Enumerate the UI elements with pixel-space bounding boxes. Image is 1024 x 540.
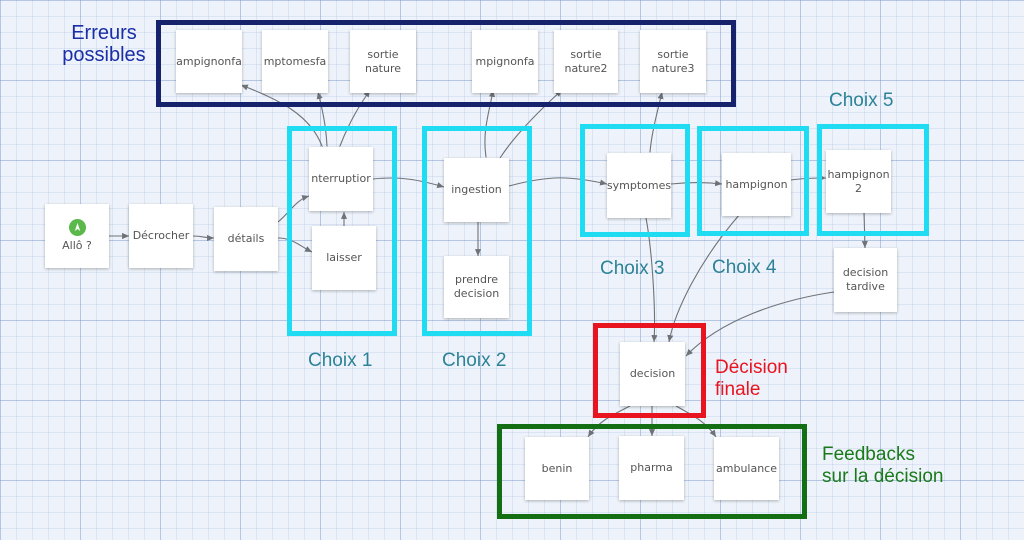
node-err-sortie-nature3[interactable]: sortie nature3 <box>640 30 706 93</box>
node-laisser[interactable]: laisser <box>312 226 376 290</box>
node-decision-tardive[interactable]: decision tardive <box>834 248 897 312</box>
node-err-sortie-nature[interactable]: sortie nature <box>350 30 416 93</box>
node-details[interactable]: détails <box>214 207 278 271</box>
errors-frame <box>156 20 736 107</box>
label-choix4: Choix 4 <box>712 257 777 278</box>
node-champignon2[interactable]: hampignon 2 <box>826 150 891 213</box>
node-interruption[interactable]: nterruptior <box>309 147 373 211</box>
choix4-frame <box>697 126 809 236</box>
node-decision[interactable]: decision <box>620 342 685 406</box>
node-champignon[interactable]: hampignon <box>722 153 791 216</box>
node-allo[interactable]: Allô ? <box>45 204 109 268</box>
choix2-frame <box>422 126 532 336</box>
choix5-frame <box>817 124 929 236</box>
node-err-champignonfa[interactable]: ampignonfa <box>176 30 242 93</box>
label-choix2: Choix 2 <box>442 350 507 371</box>
node-pharma[interactable]: pharma <box>619 436 684 500</box>
node-symptomes[interactable]: symptomes <box>607 153 671 218</box>
node-ambulance[interactable]: ambulance <box>714 437 779 500</box>
node-ingestion[interactable]: ingestion <box>444 158 509 222</box>
label-decision-finale: Décision finale <box>715 357 788 400</box>
node-prendre-decision[interactable]: prendre decision <box>444 256 509 318</box>
label-erreurs-possibles: Erreurs possibles <box>62 22 146 66</box>
node-err-champignonfa2[interactable]: mpignonfa <box>472 30 538 93</box>
label-choix3: Choix 3 <box>600 258 665 279</box>
choix3-frame <box>580 124 690 237</box>
node-err-sortie-nature2[interactable]: sortie nature2 <box>554 30 618 93</box>
edge-tardive-decision <box>685 291 835 357</box>
label-choix5: Choix 5 <box>829 90 894 111</box>
label-choix1: Choix 1 <box>308 350 373 371</box>
map-pin-icon <box>68 219 86 236</box>
node-decrocher[interactable]: Décrocher <box>129 204 193 268</box>
decision-frame <box>593 323 706 418</box>
choix1-frame <box>287 126 397 336</box>
feedback-frame <box>497 424 807 519</box>
label-feedbacks: Feedbacks sur la décision <box>822 444 944 487</box>
node-benin[interactable]: benin <box>525 437 589 500</box>
edge-decrocher-details <box>192 234 215 242</box>
node-err-symptomesfa[interactable]: mptomesfa <box>262 30 328 93</box>
